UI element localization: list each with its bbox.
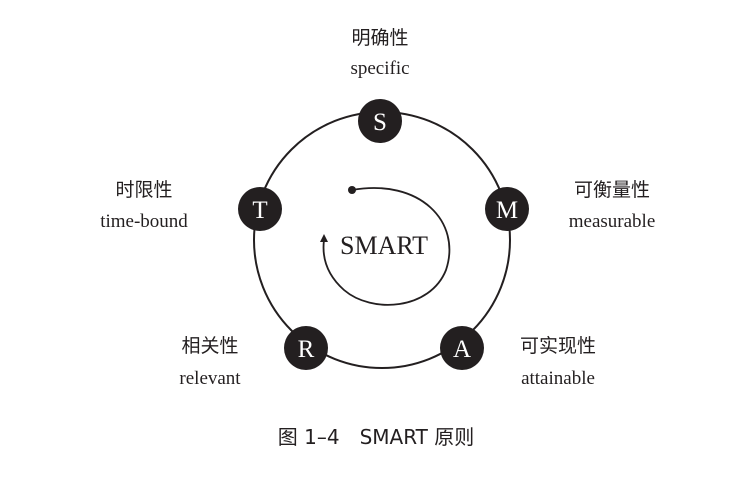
spiral-arrow-head [320,234,328,242]
center-label: SMART [340,231,428,260]
label-s-en: specific [350,58,409,79]
node-m-circle [485,187,529,231]
label-t-cn: 时限性 [115,179,172,201]
spiral-start-dot [348,186,356,194]
node-t-circle [238,187,282,231]
node-r-letter: R [298,336,315,363]
label-m-cn: 可衡量性 [574,179,650,201]
center-spiral [322,187,451,306]
label-t-en: time-bound [100,211,188,232]
label-a-en: attainable [521,368,595,389]
node-a: A [440,326,484,370]
label-s-cn: 明确性 [351,27,408,49]
label-r-cn: 相关性 [181,335,238,357]
node-s-circle [358,99,402,143]
node-s: S [358,99,402,143]
node-a-circle [440,326,484,370]
node-s-letter: S [373,109,387,136]
label-a-cn: 可实现性 [520,335,596,357]
node-t-letter: T [252,197,267,224]
node-t: T [238,187,282,231]
node-r: R [284,326,328,370]
node-a-letter: A [453,336,471,363]
label-r-en: relevant [179,368,241,389]
node-m: M [485,187,529,231]
node-m-letter: M [496,197,518,224]
node-r-circle [284,326,328,370]
label-m-en: measurable [569,211,656,232]
figure-caption: 图 1–4 SMART 原则 [278,425,474,449]
